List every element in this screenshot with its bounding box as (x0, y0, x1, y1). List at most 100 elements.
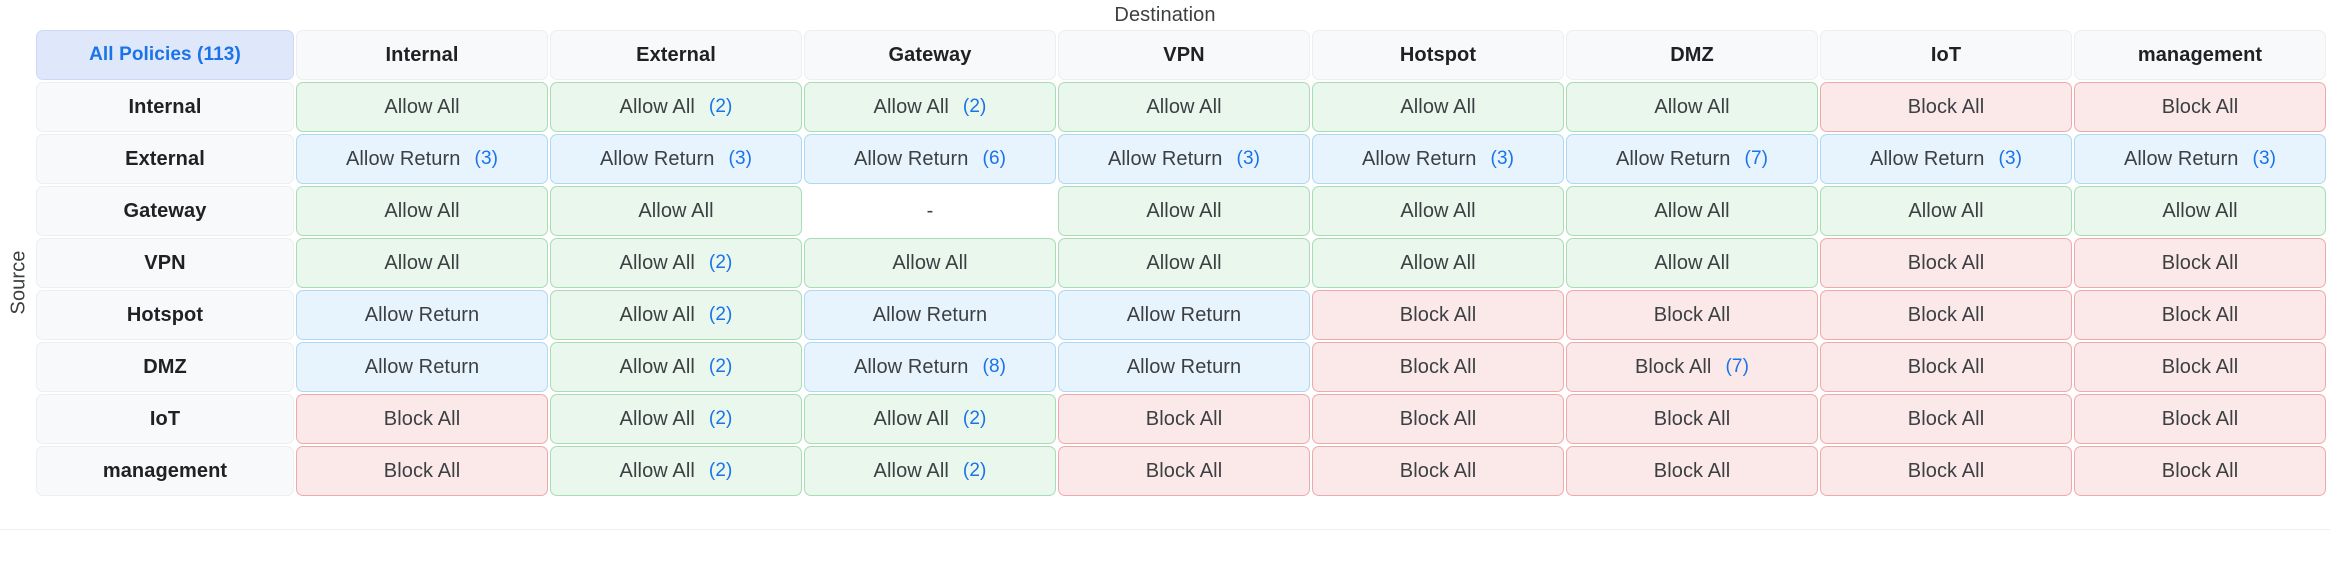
policy-cell[interactable]: Allow All (550, 186, 802, 236)
policy-cell-return[interactable]: Allow Return(3) (2074, 134, 2326, 184)
policy-cell-none[interactable]: - (804, 186, 1056, 236)
policy-cell[interactable]: Block All (2074, 238, 2326, 288)
policy-cell[interactable]: Allow All(2) (550, 394, 802, 444)
row-header-external[interactable]: External (36, 134, 294, 184)
policy-cell-block[interactable]: Block All (1820, 82, 2072, 132)
column-header-iot[interactable]: IoT (1820, 30, 2072, 80)
policy-cell-allow[interactable]: Allow All(2) (550, 446, 802, 496)
policy-cell-allow[interactable]: Allow All (1566, 238, 1818, 288)
policy-cell-allow[interactable]: Allow All (1312, 238, 1564, 288)
policy-cell-block[interactable]: Block All (1820, 446, 2072, 496)
row-header-dmz[interactable]: DMZ (36, 342, 294, 392)
policy-cell-allow[interactable]: Allow All (1820, 186, 2072, 236)
policy-cell-allow[interactable]: Allow All (296, 82, 548, 132)
policy-cell-allow[interactable]: Allow All(2) (550, 290, 802, 340)
column-header-vpn[interactable]: VPN (1058, 30, 1310, 80)
policy-cell[interactable]: Allow All(2) (550, 290, 802, 340)
policy-cell-return[interactable]: Allow Return (296, 290, 548, 340)
policy-cell-return[interactable]: Allow Return(3) (1312, 134, 1564, 184)
policy-cell[interactable]: Allow All (296, 82, 548, 132)
column-header-label[interactable]: Gateway (804, 30, 1056, 80)
policy-cell[interactable]: Allow All(2) (804, 82, 1056, 132)
policy-cell[interactable]: Block All (1566, 394, 1818, 444)
row-header-label[interactable]: Internal (36, 82, 294, 132)
column-header-label[interactable]: External (550, 30, 802, 80)
policy-cell[interactable]: Allow Return (296, 290, 548, 340)
policy-cell[interactable]: Allow All (1566, 186, 1818, 236)
policy-cell[interactable]: Block All (1820, 82, 2072, 132)
row-header-label[interactable]: VPN (36, 238, 294, 288)
policy-cell[interactable]: Allow All (1058, 82, 1310, 132)
policy-cell-allow[interactable]: Allow All (550, 186, 802, 236)
policy-cell[interactable]: Allow Return(3) (2074, 134, 2326, 184)
row-header-label[interactable]: Gateway (36, 186, 294, 236)
policy-cell[interactable]: Allow All (1820, 186, 2072, 236)
policy-cell-block[interactable]: Block All (1058, 446, 1310, 496)
policy-cell[interactable]: Block All (2074, 446, 2326, 496)
policy-cell-allow[interactable]: Allow All (1058, 186, 1310, 236)
row-header-vpn[interactable]: VPN (36, 238, 294, 288)
policy-cell-allow[interactable]: Allow All (1058, 238, 1310, 288)
policy-cell-block[interactable]: Block All (1312, 446, 1564, 496)
policy-cell[interactable]: Allow Return(8) (804, 342, 1056, 392)
policy-cell[interactable]: Block All (1312, 342, 1564, 392)
policy-cell[interactable]: Block All (1312, 394, 1564, 444)
policy-cell[interactable]: Allow All (1312, 186, 1564, 236)
policy-cell[interactable]: Block All (1312, 290, 1564, 340)
all-policies-cell[interactable]: All Policies (113) (36, 30, 294, 80)
policy-cell-block[interactable]: Block All (1820, 238, 2072, 288)
column-header-label[interactable]: Hotspot (1312, 30, 1564, 80)
policy-cell-block[interactable]: Block All (1312, 394, 1564, 444)
policy-cell-return[interactable]: Allow Return(8) (804, 342, 1056, 392)
policy-cell[interactable]: Allow Return(3) (550, 134, 802, 184)
policy-cell-block[interactable]: Block All (1820, 290, 2072, 340)
policy-cell-allow[interactable]: Allow All(2) (550, 238, 802, 288)
policy-cell[interactable]: Block All (1820, 238, 2072, 288)
policy-cell[interactable]: Allow Return(6) (804, 134, 1056, 184)
policy-cell[interactable]: Block All (1820, 290, 2072, 340)
policy-cell-block[interactable]: Block All (1312, 290, 1564, 340)
policy-cell-block[interactable]: Block All (1058, 394, 1310, 444)
policy-cell[interactable]: Allow All(2) (550, 446, 802, 496)
policy-cell-allow[interactable]: Allow All (1058, 82, 1310, 132)
policy-cell[interactable]: Allow All (1312, 82, 1564, 132)
column-header-external[interactable]: External (550, 30, 802, 80)
policy-cell-allow[interactable]: Allow All(2) (804, 446, 1056, 496)
policy-cell[interactable]: Allow All (1058, 186, 1310, 236)
policy-cell[interactable]: Block All (2074, 394, 2326, 444)
row-header-internal[interactable]: Internal (36, 82, 294, 132)
policy-cell-block[interactable]: Block All (296, 446, 548, 496)
policy-cell-return[interactable]: Allow Return(3) (296, 134, 548, 184)
policy-cell-allow[interactable]: Allow All(2) (550, 394, 802, 444)
policy-cell[interactable]: Block All (1820, 394, 2072, 444)
row-header-hotspot[interactable]: Hotspot (36, 290, 294, 340)
policy-cell[interactable]: Block All (1058, 446, 1310, 496)
policy-cell-return[interactable]: Allow Return (804, 290, 1056, 340)
policy-cell[interactable]: Allow Return (804, 290, 1056, 340)
policy-cell[interactable]: Allow All (1058, 238, 1310, 288)
policy-cell-block[interactable]: Block All (1820, 394, 2072, 444)
policy-cell[interactable]: Allow All (804, 238, 1056, 288)
policy-cell-allow[interactable]: Allow All (1566, 82, 1818, 132)
policy-cell-allow[interactable]: Allow All (804, 238, 1056, 288)
policy-cell[interactable]: Block All (296, 446, 548, 496)
policy-cell-allow[interactable]: Allow All (1312, 82, 1564, 132)
row-header-gateway[interactable]: Gateway (36, 186, 294, 236)
policy-cell-block[interactable]: Block All (1566, 290, 1818, 340)
policy-cell[interactable]: Block All (1058, 394, 1310, 444)
column-header-label[interactable]: management (2074, 30, 2326, 80)
row-header-label[interactable]: DMZ (36, 342, 294, 392)
policy-cell[interactable]: Allow Return (1058, 342, 1310, 392)
policy-cell[interactable]: Allow All (296, 238, 548, 288)
policy-cell[interactable]: Allow All(2) (804, 446, 1056, 496)
policy-cell[interactable]: Allow Return (1058, 290, 1310, 340)
policy-cell-block[interactable]: Block All (2074, 394, 2326, 444)
policy-cell-allow[interactable]: Allow All(2) (804, 82, 1056, 132)
row-header-label[interactable]: Hotspot (36, 290, 294, 340)
policy-cell[interactable]: Allow Return(7) (1566, 134, 1818, 184)
policy-cell-return[interactable]: Allow Return(3) (550, 134, 802, 184)
column-header-label[interactable]: IoT (1820, 30, 2072, 80)
column-header-internal[interactable]: Internal (296, 30, 548, 80)
policy-cell[interactable]: Allow All (1312, 238, 1564, 288)
policy-cell-block[interactable]: Block All (296, 394, 548, 444)
